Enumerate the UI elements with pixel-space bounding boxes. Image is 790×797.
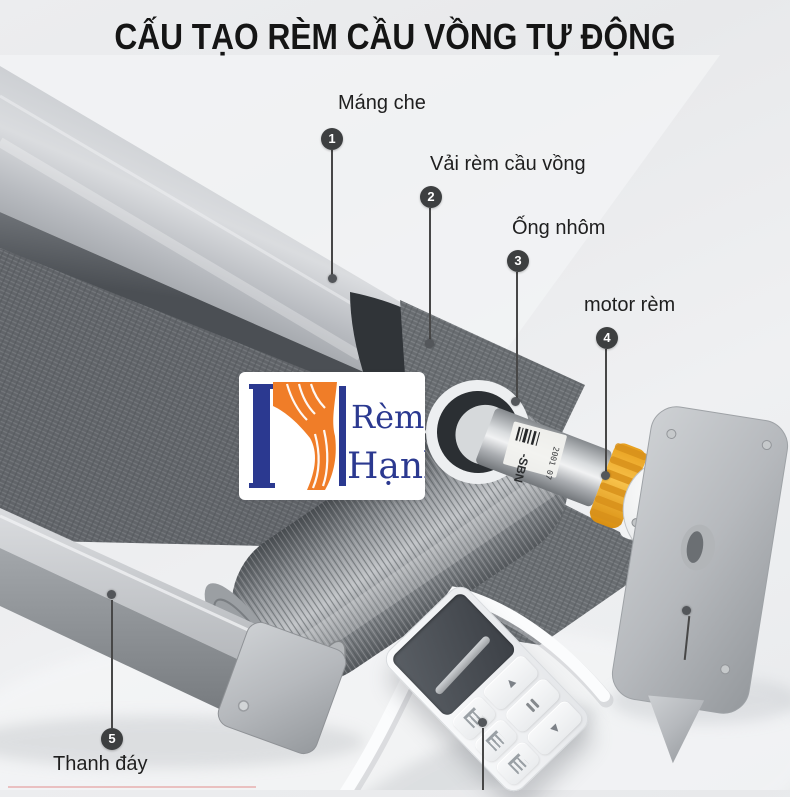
callout-line-5 — [111, 600, 113, 728]
callout-label-vai-rem: Vải rèm cầu vồng — [430, 153, 586, 175]
bottom-divider-line — [8, 786, 256, 788]
callout-dot-bracket — [682, 606, 691, 615]
callout-label-thanh-day: Thanh đáy — [53, 753, 148, 775]
callout-label-motor-rem: motor rèm — [584, 294, 676, 316]
logo-monogram — [249, 382, 346, 490]
callout-dot-remote — [478, 718, 487, 727]
callout-line-3 — [516, 272, 518, 399]
logo-text-line1: Rèm — [351, 398, 424, 436]
curtain-icon — [485, 730, 507, 752]
brand-logo: Rèm Hạnh — [239, 372, 446, 500]
callout-line-remote — [482, 728, 484, 790]
callout-number-3: 3 — [507, 250, 529, 272]
motor-label: 2001 07 -SBN — [503, 421, 567, 484]
callout-line-4 — [605, 349, 607, 473]
callout-number-2: 2 — [420, 186, 442, 208]
callout-label-mang-che: Máng che — [338, 92, 426, 114]
remote-slot — [433, 634, 492, 696]
wall-plane — [0, 55, 720, 400]
pause-icon — [525, 698, 540, 713]
page-title: CẤU TẠO RÈM CẦU VỒNG TỰ ĐỘNG — [114, 16, 676, 57]
callout-number-4: 4 — [596, 327, 618, 349]
callout-dot-5 — [107, 590, 116, 599]
logo-text-line2: Hạnh — [347, 446, 425, 487]
callout-dot-3 — [511, 397, 520, 406]
callout-number-1: 1 — [321, 128, 343, 150]
callout-dot-1 — [328, 274, 337, 283]
callout-line-1 — [331, 150, 333, 275]
down-arrow-icon: ▼ — [544, 718, 565, 738]
motor-crown-gear — [589, 443, 648, 529]
logo-curtain-shape — [273, 382, 337, 490]
up-arrow-icon: ▲ — [500, 672, 521, 693]
callout-dot-2 — [425, 339, 434, 348]
callout-dot-4 — [601, 471, 610, 480]
mount-bracket-plate — [611, 406, 789, 764]
curtain-icon — [507, 752, 529, 775]
callout-label-ong-nhom: Ống nhôm — [512, 217, 606, 239]
bottom-end-bracket — [217, 621, 347, 755]
callout-line-2 — [429, 208, 431, 341]
callout-number-5: 5 — [101, 728, 123, 750]
